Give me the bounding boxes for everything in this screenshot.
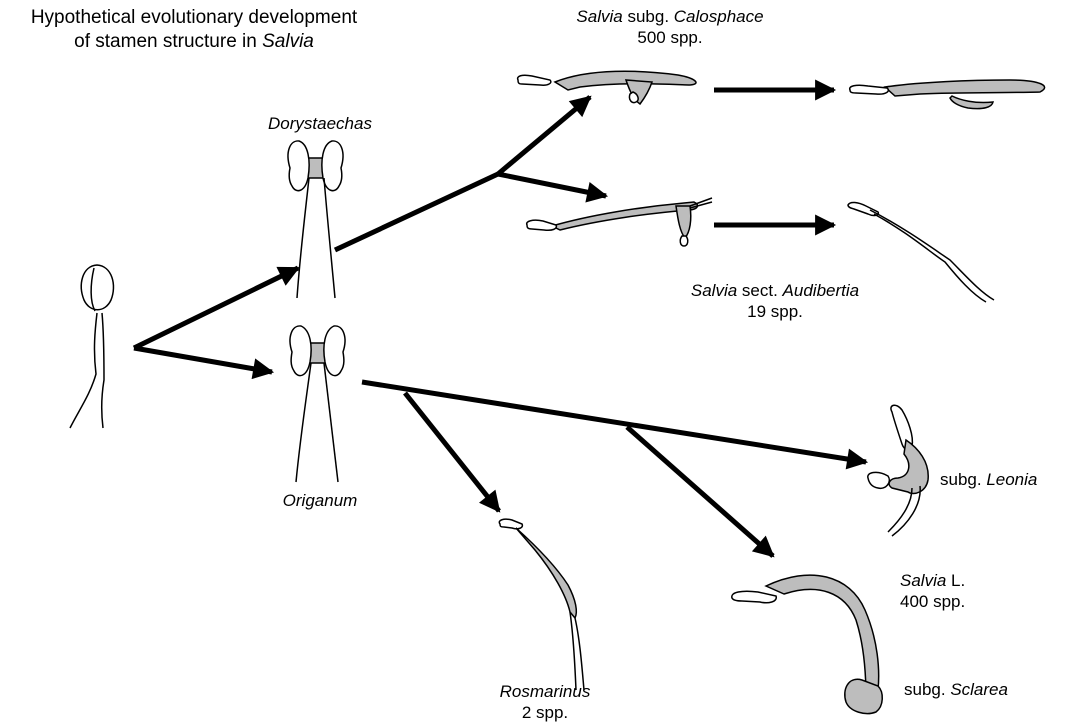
label-sclarea: subg. Sclarea bbox=[904, 679, 1008, 700]
sclarea-stamen-drawing bbox=[732, 575, 882, 713]
arrow-node-to-audibertia bbox=[498, 174, 606, 196]
rosmarinus-species-count: 2 spp. bbox=[480, 702, 610, 723]
arrow-ancestor-to-origanum bbox=[134, 348, 272, 372]
title-line-2: of stamen structure in Salvia bbox=[4, 30, 384, 54]
label-audibertia: Salvia sect. Audibertia 19 spp. bbox=[650, 280, 900, 323]
leonia-stamen-drawing bbox=[868, 405, 928, 536]
arrow-ancestor-to-dorystaechas bbox=[134, 268, 298, 348]
rosmarinus-stamen-drawing bbox=[499, 519, 584, 690]
label-salvia-l: Salvia L. 400 spp. bbox=[900, 570, 965, 613]
label-leonia: subg. Leonia bbox=[940, 469, 1037, 490]
calosphace-stamen-drawing bbox=[518, 71, 696, 104]
title-line-1: Hypothetical evolutionary development bbox=[4, 6, 384, 30]
calosphace-derived-stamen-drawing bbox=[850, 80, 1045, 109]
branch-origanum-to-leonia bbox=[362, 382, 866, 462]
salvia-l-species-count: 400 spp. bbox=[900, 591, 965, 612]
ancestral-stamen-drawing bbox=[70, 265, 113, 428]
label-origanum: Origanum bbox=[240, 490, 400, 511]
arrow-to-sclarea bbox=[627, 427, 773, 556]
diagram-title: Hypothetical evolutionary development of… bbox=[4, 6, 384, 54]
dorystaechas-stamen-drawing bbox=[288, 141, 343, 298]
origanum-stamen-drawing bbox=[290, 326, 345, 482]
calosphace-species-count: 500 spp. bbox=[570, 27, 770, 48]
label-calosphace: Salvia subg. Calosphace 500 spp. bbox=[570, 6, 770, 49]
label-rosmarinus: Rosmarinus 2 spp. bbox=[480, 681, 610, 724]
audibertia-stamen-drawing bbox=[527, 198, 712, 246]
arrow-to-rosmarinus bbox=[405, 393, 499, 511]
audibertia-species-count: 19 spp. bbox=[650, 301, 900, 322]
branch-dorystaechas-to-node bbox=[335, 174, 498, 250]
label-dorystaechas: Dorystaechas bbox=[240, 113, 400, 134]
arrow-node-to-calosphace bbox=[498, 97, 590, 174]
